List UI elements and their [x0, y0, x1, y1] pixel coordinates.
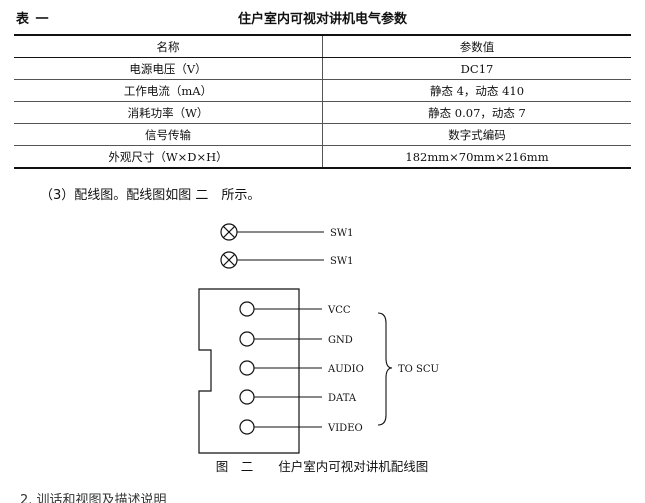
param-value: 静态 4，动态 410 — [322, 79, 631, 102]
terminal-icon — [239, 301, 255, 317]
terminal-icon — [239, 419, 255, 435]
switch-1: SW1 — [220, 223, 354, 241]
param-name: 工作电流（mA） — [14, 79, 323, 102]
figure-caption: 图 二 住户室内可视对讲机配线图 — [216, 459, 429, 474]
param-name: 消耗功率（W） — [14, 101, 323, 124]
group-label: TO SCU — [398, 364, 439, 375]
section-heading: （3）配线图。配线图如图 二 所示。 — [40, 188, 261, 203]
header-name: 名称 — [14, 34, 323, 58]
cut-off-line: 2. 训话和视图及描述说明 — [20, 493, 167, 503]
param-name: 信号传输 — [14, 123, 323, 146]
header-value: 参数值 — [322, 34, 631, 58]
param-name: 外观尺寸（W×D×H） — [14, 145, 323, 169]
terminal-label: VIDEO — [327, 423, 363, 434]
table-row: 消耗功率（W） 静态 0.07，动态 7 — [14, 101, 631, 124]
parameter-table: 名称 参数值 电源电压（V） DC17 工作电流（mA） 静态 4，动态 410… — [14, 34, 631, 169]
switch-2-label: SW1 — [330, 256, 354, 267]
param-value: 182mm×70mm×216mm — [322, 145, 631, 169]
terminal-label: AUDIO — [327, 364, 364, 375]
table-label: 表 一 — [16, 12, 50, 27]
param-value: DC17 — [322, 57, 631, 80]
terminal-label: DATA — [328, 393, 357, 404]
terminal-video: VIDEO — [239, 419, 363, 435]
param-name: 电源电压（V） — [14, 57, 323, 80]
group-brace — [377, 312, 393, 426]
terminal-gnd: GND — [239, 331, 353, 347]
param-value: 数字式编码 — [322, 123, 631, 146]
table-row: 工作电流（mA） 静态 4，动态 410 — [14, 79, 631, 102]
param-value: 静态 0.07，动态 7 — [322, 101, 631, 124]
terminal-icon — [239, 360, 255, 376]
terminal-vcc: VCC — [239, 301, 351, 317]
switch-2: SW1 — [220, 251, 354, 269]
terminal-icon — [239, 389, 255, 405]
connector-housing — [198, 288, 300, 454]
table-caption: 表 一 住户室内可视对讲机电气参数 — [0, 6, 645, 28]
table-row: 电源电压（V） DC17 — [14, 57, 631, 80]
table-title: 住户室内可视对讲机电气参数 — [237, 12, 407, 27]
terminal-icon — [239, 331, 255, 347]
wiring-diagram: SW1 SW1 VCC GND AUDIO — [198, 223, 439, 474]
terminal-data: DATA — [239, 389, 357, 405]
terminal-label: GND — [328, 335, 353, 346]
table-row: 信号传输 数字式编码 — [14, 123, 631, 146]
switch-1-label: SW1 — [330, 228, 354, 239]
table-row: 外观尺寸（W×D×H） 182mm×70mm×216mm — [14, 145, 631, 169]
table-header-row: 名称 参数值 — [14, 34, 631, 58]
terminal-label: VCC — [327, 305, 351, 316]
terminal-audio: AUDIO — [239, 360, 364, 376]
